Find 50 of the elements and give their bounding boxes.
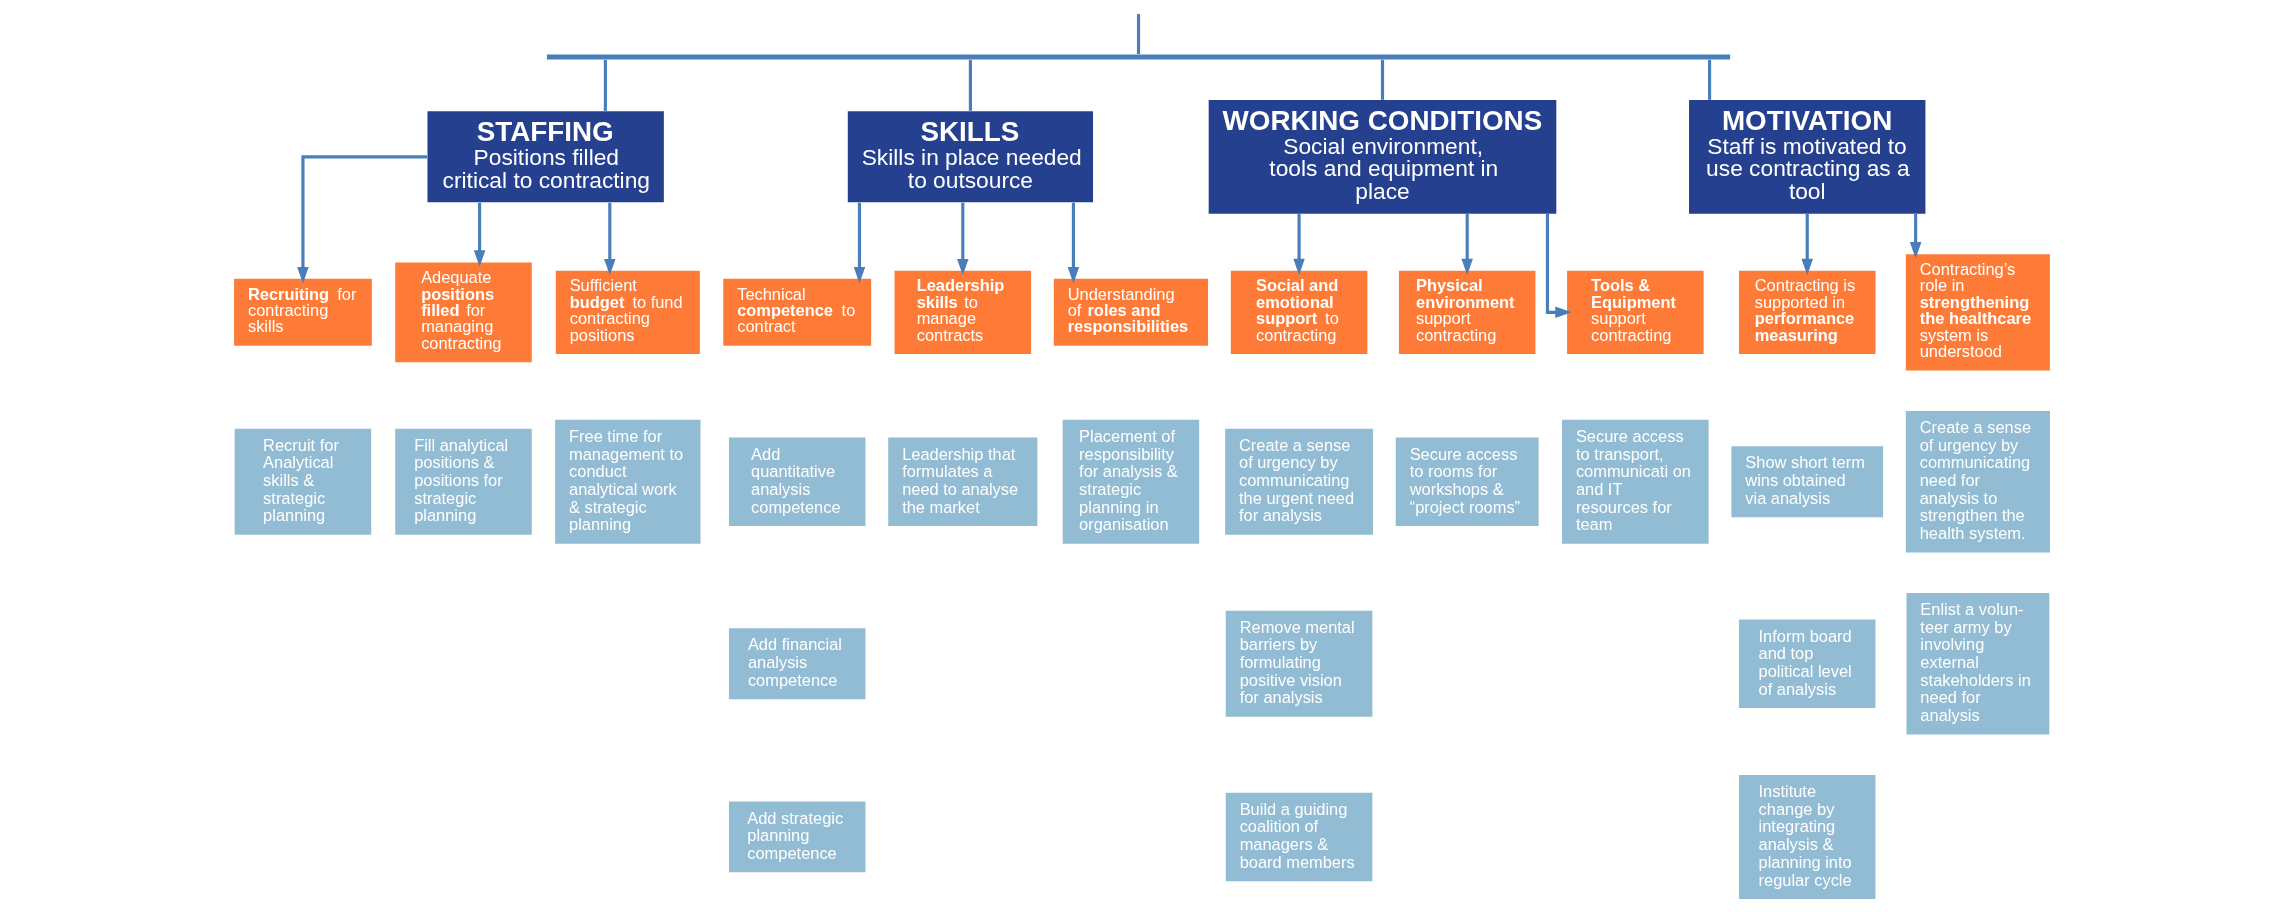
- node-bar: [546, 54, 1730, 60]
- node-box: SKILLS Skills in place needed to outsource: [847, 111, 1093, 203]
- node-box: Free time for management to conduct analytical work & strategic planning: [554, 419, 700, 544]
- arrow: [603, 202, 616, 276]
- connector: [603, 59, 607, 111]
- node-box: Add financial analysis competence: [728, 628, 865, 700]
- node-box: Leadership that formulates a need to analyse the market: [887, 437, 1037, 526]
- arrow: [473, 202, 485, 267]
- arrow: [956, 202, 969, 276]
- arrow: [1909, 213, 1921, 259]
- node-box: Secure access to transport, communicati on and IT resources for team: [1561, 419, 1709, 544]
- node-box: Secure access to rooms for workshops & “project rooms”: [1395, 437, 1539, 526]
- node-box: Inform board and top political level of analysis: [1738, 619, 1875, 708]
- node-box: Understanding of roles and responsibilities: [1053, 278, 1208, 346]
- arrow: [853, 202, 865, 284]
- node-box: Sufficient budget to fund contracting positions: [555, 270, 700, 355]
- node-box: Add quantitative analysis competence: [728, 437, 865, 526]
- node-box: STAFFING Positions filled critical to contracting: [426, 111, 664, 203]
- node-box: Show short term wins obtained via analysis: [1730, 446, 1883, 518]
- arrow: [1545, 213, 1572, 319]
- node-box: Contracting’s role in strengthening the healthcare system is understood: [1905, 254, 2050, 371]
- node-box: Leadership skills to manage contracts: [894, 270, 1031, 355]
- node-box: Social and emotional support to contracting: [1230, 270, 1367, 355]
- node-box: Enlist a volun- teer army by involving external stakeholders in need for analysis: [1905, 593, 2049, 735]
- node-box: MOTIVATION Staff is motivated to use contracting as a tool: [1688, 100, 1925, 214]
- arrow: [1292, 213, 1305, 276]
- connector: [1136, 14, 1140, 54]
- node-box: Tools & Equipment support contracting: [1566, 270, 1704, 355]
- connector: [968, 59, 972, 111]
- node-box: Recruiting for contracting skills: [233, 278, 372, 346]
- node-box: Placement of responsibility for analysis & strategic planning in organisation: [1062, 419, 1199, 544]
- node-box: Create a sense of urgency by communicating need for analysis to strengthen the health system.: [1905, 410, 2050, 553]
- node-box: Fill analytical positions & positions for strategic planning: [394, 428, 532, 535]
- node-box: Create a sense of urgency by communicating the urgent need for analysis: [1224, 428, 1373, 535]
- node-box: WORKING CONDITIONS Social environment, tools and equipment in place: [1208, 100, 1556, 214]
- node-box: Contracting is supported in performance measuring: [1738, 270, 1875, 355]
- arrow: [1800, 213, 1813, 276]
- arrow: [1067, 202, 1079, 284]
- node-box: Institute change by integrating analysis & planning into regular cycle: [1738, 775, 1875, 899]
- node-box: Build a guiding coalition of managers & board members: [1225, 792, 1372, 882]
- node-box: Remove mental barriers by formulating positive vision for analysis: [1225, 610, 1372, 717]
- connector: [1707, 59, 1711, 100]
- arrow: [296, 155, 427, 284]
- node-box: Physical environment support contracting: [1398, 270, 1535, 355]
- node-box: Add strategic planning competence: [728, 801, 865, 873]
- node-box: Technical competence to contract: [722, 278, 871, 346]
- node-box: Recruit for Analytical skills & strategic planning: [234, 428, 371, 535]
- node-box: Adequate positions filled for managing contracting: [394, 262, 532, 363]
- connector: [1380, 59, 1384, 100]
- arrow: [1460, 213, 1473, 276]
